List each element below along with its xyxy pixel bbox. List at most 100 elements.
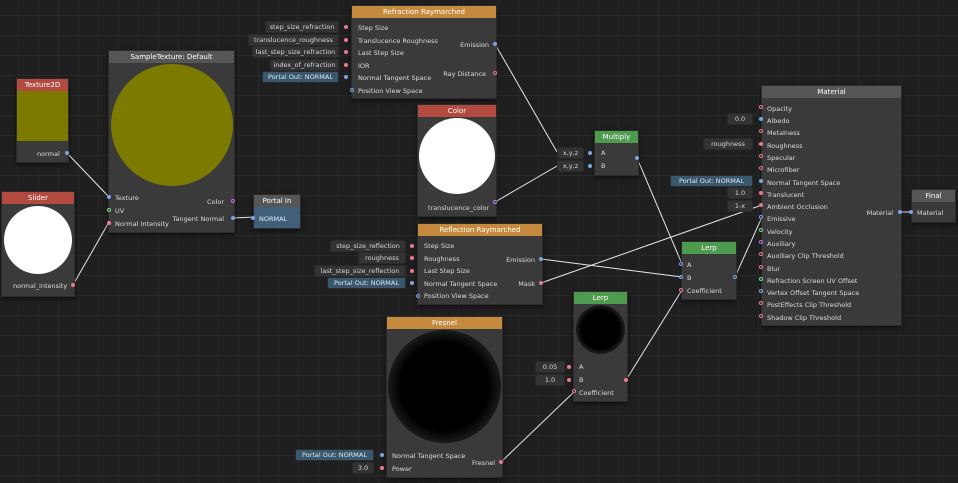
- material-albedo-chip[interactable]: 0.0: [727, 113, 753, 125]
- multiply-out-port[interactable]: [635, 156, 639, 160]
- material-aux-clip-port[interactable]: [759, 252, 763, 256]
- color-node[interactable]: Color translucence_color: [417, 104, 497, 217]
- fresnel-in-power-port[interactable]: [380, 466, 384, 470]
- lerp-in-a-port[interactable]: [679, 262, 683, 266]
- lerp2-in-a-port[interactable]: [567, 365, 571, 369]
- material-metalness-port[interactable]: [759, 129, 763, 133]
- fresnel-out-port[interactable]: [499, 460, 503, 464]
- sample-preview: [111, 64, 233, 186]
- material-ao-chip[interactable]: 1-x: [727, 200, 753, 212]
- lerp-out-port[interactable]: [733, 275, 737, 279]
- reflection-in-port-2[interactable]: [410, 269, 414, 273]
- refraction-in-port-2[interactable]: [344, 50, 348, 54]
- sample-color-out-port[interactable]: [231, 199, 235, 203]
- refraction-in-port-4[interactable]: [344, 75, 348, 79]
- output-fresnel: Fresnel: [471, 459, 495, 467]
- sample-texture-in-port[interactable]: [107, 195, 111, 199]
- portal-field[interactable]: NORMAL: [259, 215, 288, 223]
- reflection-raymarched-node[interactable]: Reflection Raymarched Step Size Roughnes…: [417, 223, 543, 305]
- material-node[interactable]: Material Opacity Albedo Metalness Roughn…: [761, 85, 902, 326]
- material-normal-port[interactable]: [759, 179, 763, 183]
- material-velocity-port[interactable]: [759, 228, 763, 232]
- material-shadow-clip-port[interactable]: [759, 314, 763, 318]
- input-normal-tangent: Normal Tangent Space: [767, 179, 841, 187]
- refraction-distance-out-port[interactable]: [493, 71, 497, 75]
- lerp2-in-coef-port[interactable]: [572, 389, 576, 393]
- node-title: Refraction Raymarched: [352, 6, 496, 18]
- material-vertex-offset-port[interactable]: [759, 289, 763, 293]
- portal-in-port[interactable]: [251, 216, 255, 220]
- reflection-mask-out-port[interactable]: [539, 281, 543, 285]
- texture2d-node[interactable]: Texture2D normal: [16, 78, 69, 163]
- refraction-last-step-chip[interactable]: last_step_size_refraction: [252, 46, 339, 58]
- input-coefficient: Coefficient: [579, 389, 614, 397]
- final-in-port[interactable]: [909, 210, 913, 214]
- lerp2-out-port[interactable]: [624, 378, 628, 382]
- lerp-preview-node[interactable]: Lerp A B Coefficient: [573, 291, 628, 402]
- material-roughness-port[interactable]: [759, 142, 763, 146]
- multiply-node[interactable]: Multiply A B: [594, 130, 639, 176]
- fresnel-node[interactable]: Fresnel Normal Tangent Space Power Fresn…: [386, 316, 503, 478]
- reflection-last-step-chip[interactable]: last_step_size_reflection: [314, 265, 406, 277]
- sample-texture-node[interactable]: SampleTexture: Default Texture UV Normal…: [108, 50, 235, 233]
- refraction-in-port-5[interactable]: [350, 88, 354, 92]
- reflection-normal-chip[interactable]: Portal Out: NORMAL: [327, 277, 406, 289]
- material-specular-port[interactable]: [759, 154, 763, 158]
- fresnel-normal-chip[interactable]: Portal Out: NORMAL: [295, 449, 374, 461]
- refraction-in-port-3[interactable]: [344, 63, 348, 67]
- material-roughness-chip[interactable]: roughness: [703, 138, 753, 150]
- color-output-port[interactable]: [493, 200, 497, 204]
- slider-output-port[interactable]: [71, 283, 75, 287]
- fresnel-power-chip[interactable]: 3.0: [352, 462, 374, 474]
- material-albedo-port[interactable]: [759, 117, 763, 121]
- texture-swatch: [17, 91, 68, 141]
- material-opacity-port[interactable]: [759, 105, 763, 109]
- material-microfiber-port[interactable]: [759, 166, 763, 170]
- refraction-emission-out-port[interactable]: [493, 42, 497, 46]
- portal-in-node[interactable]: Portal In NORMAL: [253, 194, 301, 229]
- refraction-raymarched-node[interactable]: Refraction Raymarched Step Size Transluc…: [351, 5, 497, 99]
- material-normal-chip[interactable]: Portal Out: NORMAL: [670, 175, 753, 187]
- refraction-in-port-0[interactable]: [344, 25, 348, 29]
- multiply-b-chip[interactable]: x,y,z: [557, 160, 584, 172]
- material-translucent-port[interactable]: [759, 191, 763, 195]
- fresnel-in-normal-port[interactable]: [380, 453, 384, 457]
- refraction-ior-chip[interactable]: index_of_refraction: [270, 59, 339, 71]
- input-blur: Blur: [767, 265, 781, 273]
- reflection-roughness-chip[interactable]: roughness: [358, 252, 406, 264]
- refraction-step-size-chip[interactable]: step_size_refraction: [265, 21, 339, 33]
- multiply-in-a-port[interactable]: [588, 151, 592, 155]
- slider-node[interactable]: Slider normal_intensity: [1, 191, 75, 297]
- lerp-in-b-port[interactable]: [679, 275, 683, 279]
- sample-normal-out-port[interactable]: [231, 216, 235, 220]
- reflection-emission-out-port[interactable]: [539, 257, 543, 261]
- material-emissive-port[interactable]: [759, 215, 763, 219]
- multiply-in-b-port[interactable]: [588, 164, 592, 168]
- reflection-in-port-1[interactable]: [410, 256, 414, 260]
- material-out-port[interactable]: [898, 210, 902, 214]
- material-refraction-uv-port[interactable]: [759, 277, 763, 281]
- reflection-in-port-3[interactable]: [410, 281, 414, 285]
- multiply-a-chip[interactable]: x,y,z: [557, 147, 584, 159]
- refraction-normal-chip[interactable]: Portal Out: NORMAL: [262, 71, 339, 83]
- material-posteffects-port[interactable]: [759, 301, 763, 305]
- reflection-in-port-0[interactable]: [410, 244, 414, 248]
- lerp-node[interactable]: Lerp A B Coefficient: [681, 241, 737, 300]
- material-translucent-chip[interactable]: 1.0: [727, 187, 753, 199]
- lerp2-in-b-port[interactable]: [567, 378, 571, 382]
- lerp-b-chip[interactable]: 1.0: [535, 374, 565, 386]
- material-ao-port[interactable]: [759, 203, 763, 207]
- texture2d-output-port[interactable]: [65, 151, 69, 155]
- material-auxiliary-port[interactable]: [759, 240, 763, 244]
- lerp-a-chip[interactable]: 0.05: [535, 361, 565, 373]
- sample-uv-in-port[interactable]: [107, 208, 111, 212]
- refraction-in-port-1[interactable]: [344, 38, 348, 42]
- reflection-in-port-4[interactable]: [416, 294, 420, 298]
- sample-intensity-in-port[interactable]: [107, 221, 111, 225]
- material-blur-port[interactable]: [759, 265, 763, 269]
- reflection-step-size-chip[interactable]: step_size_reflection: [330, 240, 406, 252]
- final-node[interactable]: Final Material: [911, 189, 956, 223]
- lerp-in-coef-port[interactable]: [679, 288, 683, 292]
- refraction-roughness-chip[interactable]: translucence_roughness: [248, 34, 339, 46]
